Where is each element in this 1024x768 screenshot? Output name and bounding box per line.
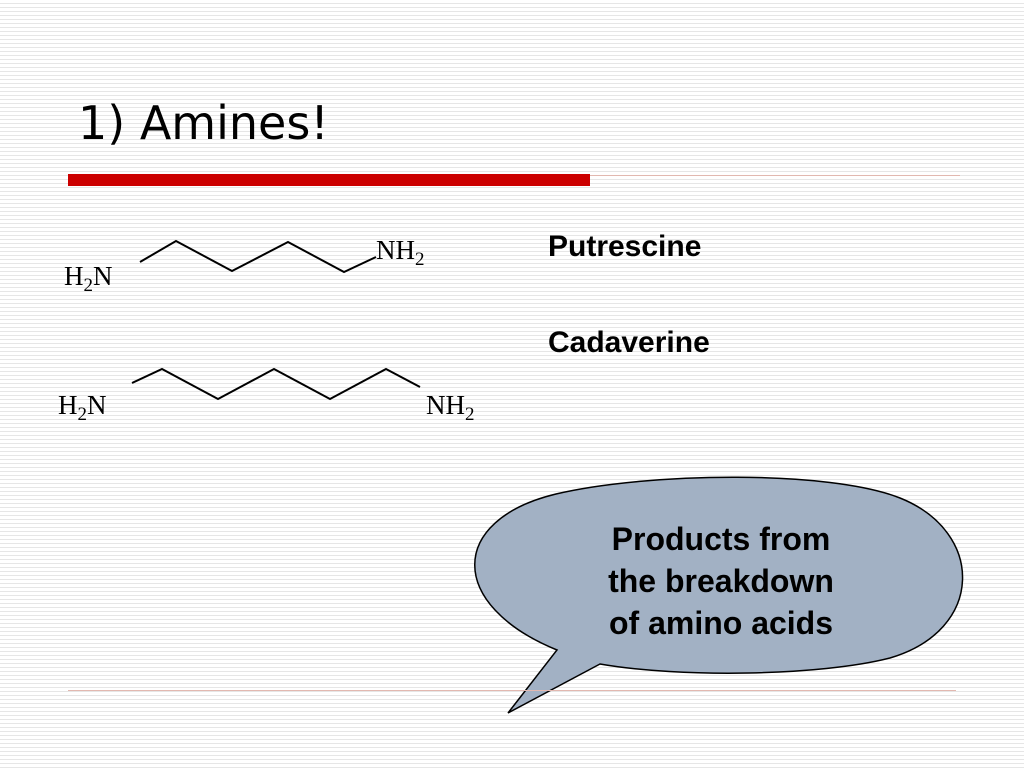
cadaverine-right-group-base: NH [426, 390, 465, 420]
cadaverine-right-group: NH2 [426, 390, 475, 425]
title-accent-bar [68, 174, 590, 186]
cadaverine-carbon-chain [131, 367, 421, 401]
slide-title: 1) Amines! [78, 96, 329, 150]
putrescine-left-group-base: H [64, 261, 84, 291]
putrescine-left-group: H2N [64, 261, 113, 296]
putrescine-left-group-tail: N [93, 261, 113, 291]
cadaverine-right-group-subscript: 2 [465, 404, 475, 425]
putrescine-right-group: NH2 [376, 235, 425, 270]
callout-line-3: of amino acids [608, 605, 834, 641]
cadaverine-left-group-subscript: 2 [78, 404, 88, 425]
callout-text: Products from the breakdown of amino aci… [561, 518, 881, 644]
title-rule-line [590, 175, 960, 176]
cadaverine-left-group-base: H [58, 390, 78, 420]
cadaverine-label: Cadaverine [548, 326, 710, 359]
callout-shape [474, 476, 964, 714]
callout-line-1: Products from [611, 521, 831, 557]
putrescine-carbon-chain [139, 239, 377, 274]
putrescine-label: Putrescine [548, 230, 702, 263]
putrescine-right-group-base: NH [376, 235, 415, 265]
footer-rule-line [68, 690, 956, 691]
putrescine-right-group-subscript: 2 [415, 249, 425, 270]
callout-line-2: the breakdown [608, 563, 834, 599]
cadaverine-left-group: H2N [58, 390, 107, 425]
putrescine-left-group-subscript: 2 [84, 275, 94, 296]
cadaverine-left-group-tail: N [87, 390, 107, 420]
